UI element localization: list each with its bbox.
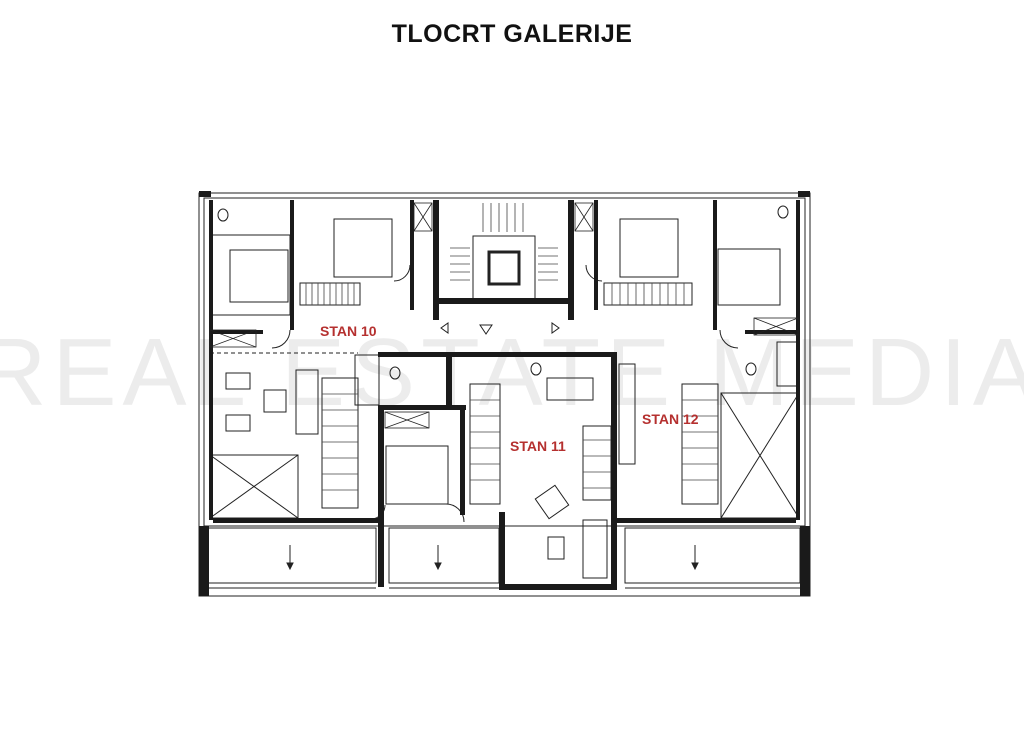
bathtub-left — [354, 354, 380, 406]
toilet-left — [389, 366, 401, 380]
sofa-middle — [582, 519, 608, 579]
sofa-left — [225, 372, 251, 390]
bed-middle — [385, 445, 449, 505]
kitchen-counter — [618, 363, 636, 465]
apartment-label-stan-11: STAN 11 — [510, 438, 566, 454]
table-middle — [547, 536, 565, 560]
armchair-left — [225, 414, 251, 432]
stair-core — [472, 235, 536, 303]
balcony-middle — [388, 527, 500, 584]
building-outline — [198, 192, 811, 597]
apartment-label-stan-12: STAN 12 — [642, 411, 699, 427]
bed-left-1 — [229, 249, 289, 303]
watermark: REAL ESTATE MEDIA — [0, 319, 1024, 426]
apartment-label-stan-10: STAN 10 — [320, 323, 377, 339]
void-left — [209, 454, 299, 519]
bathtub-middle — [546, 377, 594, 401]
stairs-right — [603, 282, 719, 505]
bed-right-2 — [717, 248, 781, 306]
toilet-middle — [530, 362, 542, 376]
table-left — [263, 389, 287, 413]
page-title: TLOCRT GALERIJE — [391, 20, 633, 48]
bed-right-1 — [619, 218, 679, 278]
toilet-right — [745, 362, 757, 376]
toilet-top-right — [777, 205, 789, 219]
sofa-long-left — [295, 369, 319, 435]
balcony-left — [205, 527, 377, 584]
bed-left-2 — [333, 218, 393, 278]
toilet-top-left — [217, 208, 229, 222]
balcony-right — [624, 527, 801, 584]
structural-walls — [199, 191, 810, 596]
armchair-middle — [534, 484, 570, 520]
